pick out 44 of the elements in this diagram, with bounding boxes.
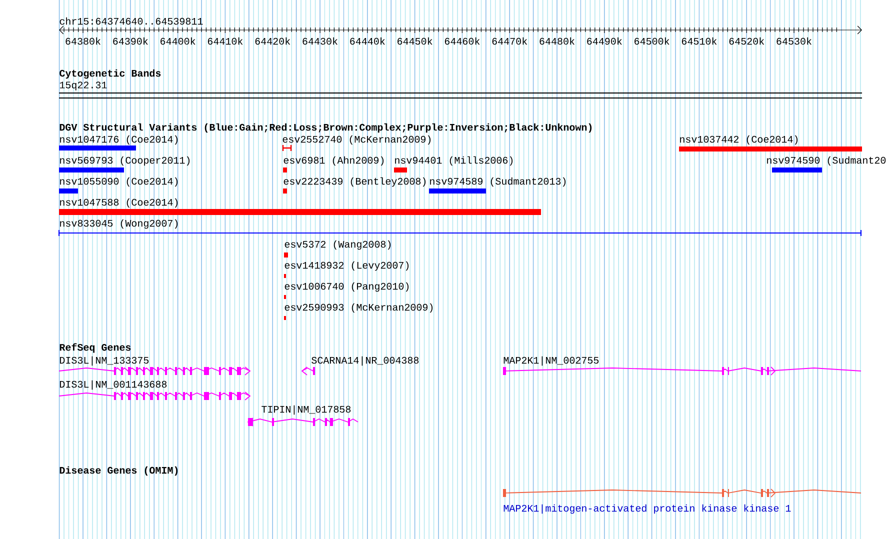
feature-label: esv5372 (Wang2008) — [284, 240, 391, 250]
feature-label: esv2552740 (McKernan2009) — [282, 135, 431, 145]
tick-label: 64510k — [682, 37, 717, 45]
feature-label: nsv569793 (Cooper2011) — [60, 156, 190, 166]
tick-label: 64490k — [587, 37, 622, 45]
feature-label: nsv833045 (Wong2007) — [60, 219, 178, 229]
feature-label: esv2223439 (Bentley2008) — [284, 177, 426, 187]
tick-label: 64400k — [160, 37, 196, 45]
feature-label: SCARNA14|NR_004388 — [312, 356, 419, 366]
feature-label: nsv1047176 (Coe2014) — [60, 135, 178, 145]
tick-label: 64480k — [540, 37, 574, 45]
feature-label: esv6981 (Ahn2009) — [284, 156, 384, 166]
tick-label: 64420k — [255, 37, 290, 45]
feature-label: nsv974590 (Sudmant20 — [767, 156, 886, 166]
band-label: 15q22.31 — [60, 82, 107, 90]
feature-label: esv2590993 (McKernan2009) — [284, 303, 433, 313]
feature-label: DIS3L|NM_133375 — [60, 356, 149, 366]
feature-label: esv1006740 (Pang2010) — [284, 282, 409, 292]
track-heading: DGV Structural Variants (Blue:Gain;Red:Loss;Brown:Complex;Purple:Inversion;Black:Unknown) — [60, 123, 592, 133]
feature-label: nsv1037442 (Coe2014) — [680, 135, 798, 145]
track-heading: RefSeq Genes — [60, 343, 131, 353]
feature-label: nsv1055090 (Coe2014) — [60, 177, 178, 187]
track-heading: Cytogenetic Bands — [60, 69, 161, 79]
tick-label: 64460k — [444, 37, 480, 45]
feature-label: MAP2K1|NM_002755 — [504, 356, 599, 366]
tick-label: 64530k — [776, 37, 812, 45]
tick-label: 64450k — [398, 37, 432, 45]
tick-label: 64390k — [113, 37, 148, 45]
track-heading: Disease Genes (OMIM) — [60, 466, 178, 476]
tick-label: 64520k — [729, 37, 764, 45]
feature-label: nsv94401 (Mills2006) — [395, 156, 513, 166]
tick-label: 64380k — [66, 37, 100, 45]
tick-label: 64440k — [350, 37, 385, 45]
feature-label: MAP2K1|mitogen-activated protein kinase kinase 1 — [504, 504, 791, 514]
feature-label: nsv1047588 (Coe2014) — [60, 198, 178, 208]
feature-label: TIPIN|NM_017858 — [262, 405, 351, 415]
feature-label: nsv974589 (Sudmant2013) — [430, 177, 566, 187]
chromosome-range: chr15:64374640..64539811 — [60, 17, 203, 25]
feature-label: esv1418932 (Levy2007) — [284, 261, 409, 271]
tick-label: 64470k — [492, 37, 528, 45]
feature-label: DIS3L|NM_001143688 — [60, 380, 167, 390]
tick-label: 64410k — [208, 37, 243, 45]
tick-label: 64500k — [634, 37, 670, 45]
tick-label: 64430k — [302, 37, 338, 45]
